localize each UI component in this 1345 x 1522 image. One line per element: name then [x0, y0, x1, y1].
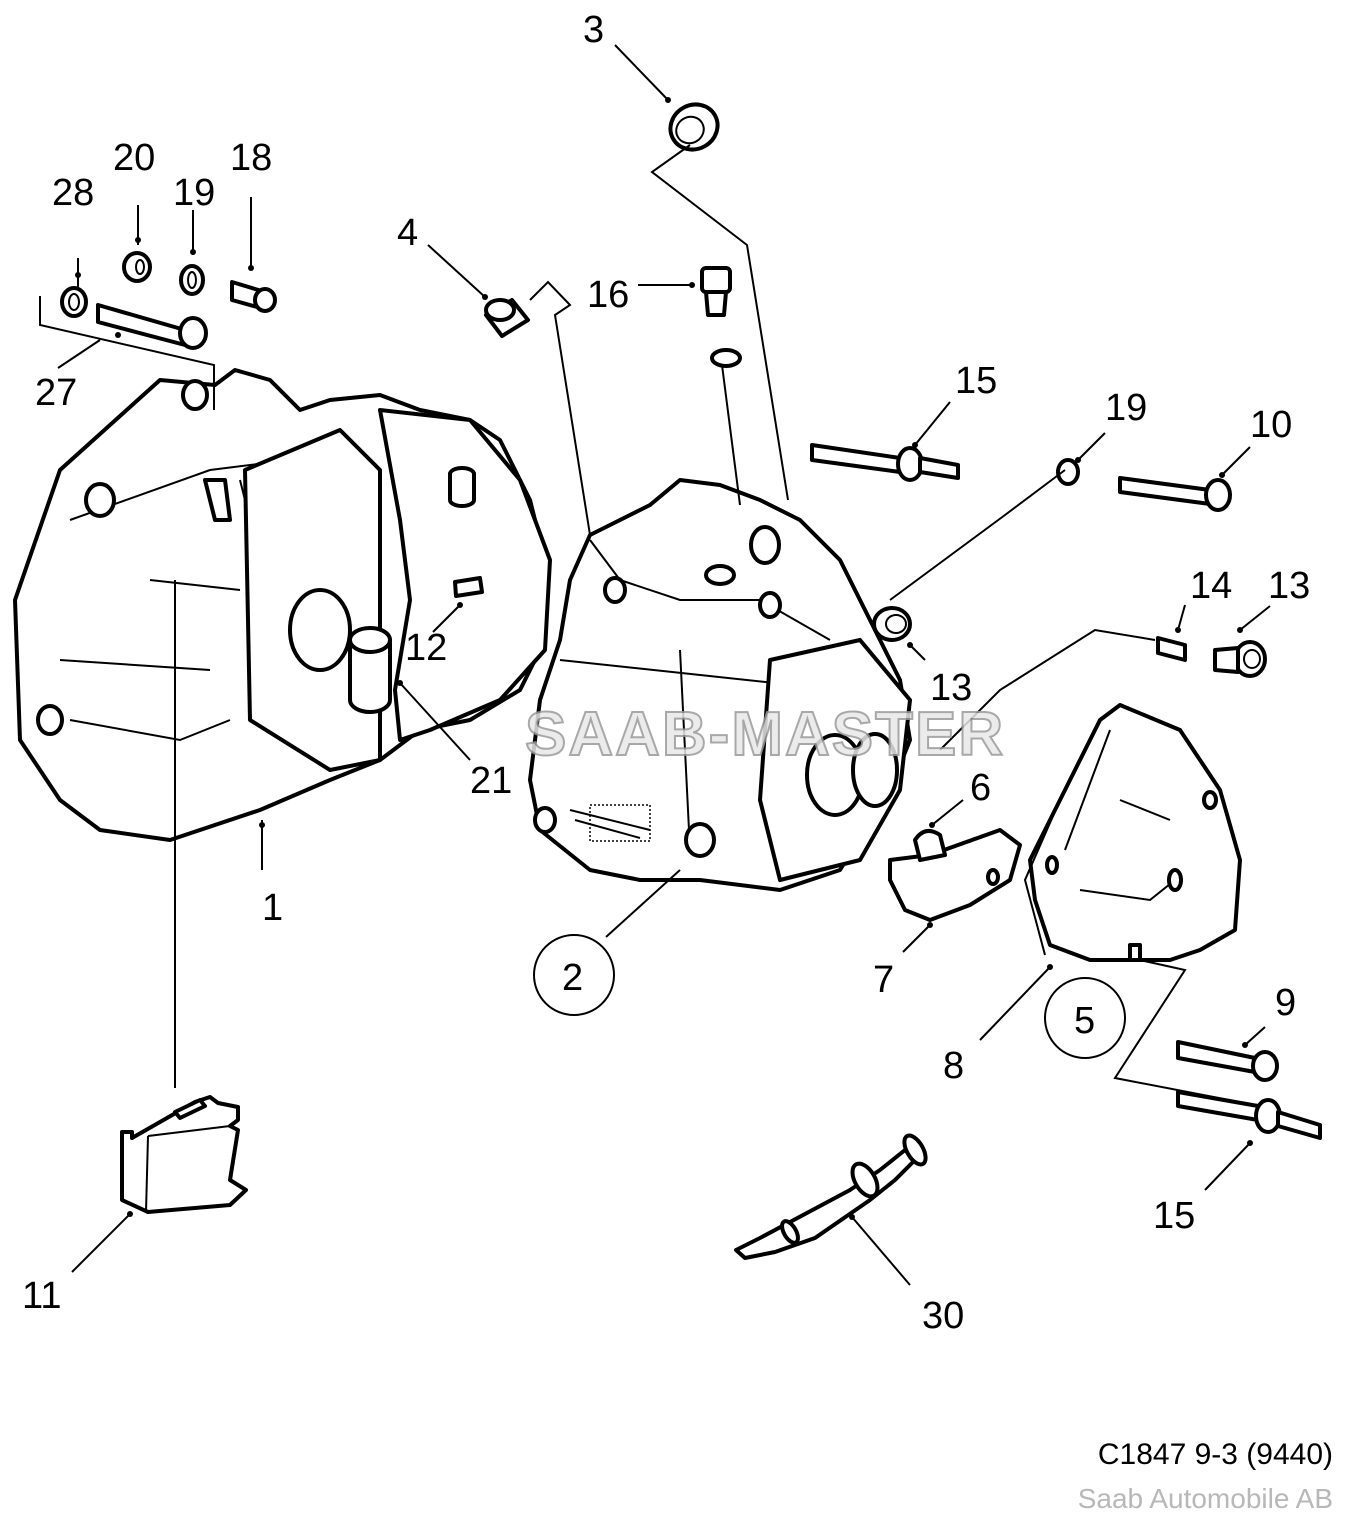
callout-3[interactable]: 3 [583, 9, 604, 51]
watermark: SAAB-MASTER [525, 700, 1005, 769]
callout-16[interactable]: 16 [587, 274, 629, 316]
callout-circle-2 [533, 934, 615, 1016]
washer-19-part [179, 264, 205, 296]
gearbox-housing-part [528, 478, 912, 892]
washer-28-part [60, 286, 88, 318]
callout-13-left[interactable]: 13 [930, 667, 972, 709]
copyright-text: Saab Automobile AB [1077, 1483, 1333, 1514]
callout-13-right[interactable]: 13 [1268, 565, 1310, 607]
callout-7[interactable]: 7 [873, 959, 894, 1001]
clutch-housing-part [13, 368, 552, 842]
sleeve-18-part [230, 280, 277, 313]
callout-18[interactable]: 18 [230, 137, 272, 179]
callout-19-right[interactable]: 19 [1105, 387, 1147, 429]
nut-20-part [122, 251, 152, 283]
callout-20[interactable]: 20 [113, 137, 155, 179]
callout-15-bottom[interactable]: 15 [1153, 1195, 1195, 1237]
callout-circle-5 [1044, 977, 1126, 1059]
callout-8[interactable]: 8 [943, 1045, 964, 1087]
bolt-15-top-part [810, 443, 960, 482]
callout-2[interactable]: 2 [562, 957, 583, 999]
washer-19-right-part [1056, 458, 1080, 486]
callout-28[interactable]: 28 [52, 172, 94, 214]
callout-6[interactable]: 6 [970, 767, 991, 809]
diagram-code: C1847 9-3 (9440) [1097, 1438, 1333, 1471]
grease-tube-part [734, 1133, 928, 1260]
callout-1[interactable]: 1 [262, 887, 283, 929]
control-module-part [120, 1095, 248, 1214]
plug-13-right-part [1213, 640, 1267, 678]
callout-21[interactable]: 21 [470, 760, 512, 802]
bolt-9-part [1176, 1040, 1279, 1082]
callout-12[interactable]: 12 [405, 627, 447, 669]
cover-gasket-8-part [1023, 719, 1101, 956]
bolt-15-bottom-part [1176, 1090, 1322, 1140]
plug-13-left-part [872, 606, 912, 642]
bushing-4-part [484, 298, 530, 338]
callout-5[interactable]: 5 [1074, 1000, 1095, 1042]
callout-14[interactable]: 14 [1190, 565, 1232, 607]
leader-lines [39, 44, 1271, 1286]
oil-seal-part [668, 102, 720, 152]
callout-19-left[interactable]: 19 [173, 172, 215, 214]
callout-30[interactable]: 30 [922, 1295, 964, 1337]
callout-4[interactable]: 4 [397, 212, 418, 254]
callout-9[interactable]: 9 [1275, 982, 1296, 1024]
pin-14-part [1156, 636, 1187, 662]
bolt-27-part [96, 303, 208, 350]
callout-10[interactable]: 10 [1250, 404, 1292, 446]
callout-15-top[interactable]: 15 [955, 360, 997, 402]
bracket-part [888, 828, 1022, 922]
pin-12-part [453, 576, 484, 598]
sensor-16-part [700, 266, 742, 368]
callout-11[interactable]: 11 [22, 1275, 61, 1317]
callout-27[interactable]: 27 [35, 372, 77, 414]
leader-dots [75, 97, 1253, 1220]
bolt-10-part [1118, 476, 1232, 512]
end-cover-part [1028, 703, 1242, 962]
